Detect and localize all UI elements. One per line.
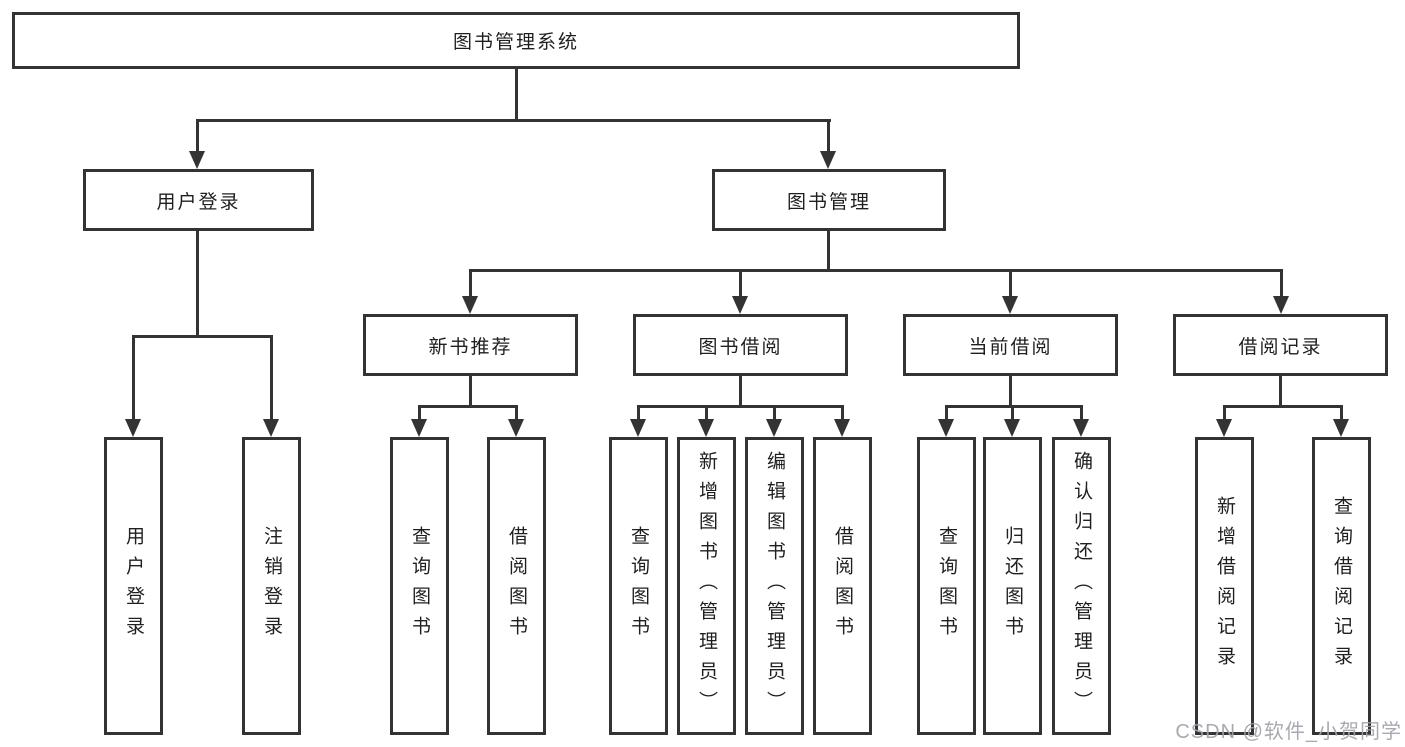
connector-leaf <box>637 405 640 419</box>
arrow-down-icon <box>263 419 279 437</box>
connector-current-borrow-bar <box>945 405 1083 408</box>
arrow-down-icon <box>189 151 205 169</box>
node-label: 图书管理系统 <box>452 32 579 53</box>
leaf-add-borrow-record: 新增借阅记录 <box>1195 437 1254 735</box>
leaf-edit-book-admin: 编辑图书（管理员） <box>745 437 804 735</box>
arrow-down-icon <box>1273 296 1289 314</box>
arrow-down-icon <box>630 419 646 437</box>
connector-borrow-records-stem <box>1279 376 1282 405</box>
connector-leaf <box>1011 405 1014 419</box>
leaf-label: 新增借阅记录 <box>1214 496 1235 676</box>
arrow-down-icon <box>462 296 478 314</box>
connector-to-book-borrow <box>739 269 742 296</box>
arrow-down-icon <box>1004 419 1020 437</box>
connector-new-book-stem <box>469 376 472 405</box>
node-borrow-records: 借阅记录 <box>1173 314 1388 376</box>
connector-new-book-bar <box>418 405 518 408</box>
leaf-label: 查询借阅记录 <box>1331 496 1352 676</box>
leaf-return-book: 归还图书 <box>983 437 1042 735</box>
arrow-down-icon <box>1002 296 1018 314</box>
leaf-user-login: 用户登录 <box>104 437 163 735</box>
node-label: 用户登录 <box>156 191 241 213</box>
leaf-label: 编辑图书（管理员） <box>764 451 785 721</box>
connector-book-management-bar <box>469 269 1283 272</box>
leaf-borrow-book: 借阅图书 <box>813 437 872 735</box>
connector-to-borrow-records <box>1280 269 1283 296</box>
connector-to-current-borrow <box>1009 269 1012 296</box>
leaf-confirm-return-admin: 确认归还（管理员） <box>1052 437 1111 735</box>
arrow-down-icon <box>1216 419 1232 437</box>
connector-leaf <box>515 405 518 419</box>
connector-leaf <box>418 405 421 419</box>
leaf-query-book-recommend: 查询图书 <box>390 437 449 735</box>
arrow-down-icon <box>820 151 836 169</box>
connector-to-new-book <box>469 269 472 296</box>
connector-to-user-login <box>196 119 199 152</box>
node-library-management-system: 图书管理系统 <box>12 12 1020 69</box>
connector-leaf <box>841 405 844 419</box>
arrow-down-icon <box>766 419 782 437</box>
leaf-label: 查询图书 <box>628 526 649 646</box>
arrow-down-icon <box>1333 419 1349 437</box>
connector-user-login-stem <box>196 231 199 335</box>
leaf-label: 查询图书 <box>409 526 430 646</box>
node-label: 图书管理 <box>786 191 871 213</box>
leaf-label: 归还图书 <box>1002 526 1023 646</box>
node-book-borrow: 图书借阅 <box>633 314 848 376</box>
leaf-query-book-current: 查询图书 <box>917 437 976 735</box>
leaf-borrow-book-recommend: 借阅图书 <box>487 437 546 735</box>
node-user-login: 用户登录 <box>83 169 314 231</box>
csdn-watermark: CSDN @软件_小贺同学 <box>1175 721 1402 743</box>
arrow-down-icon <box>411 419 427 437</box>
arrow-down-icon <box>938 419 954 437</box>
connector-root-stem <box>515 69 518 119</box>
leaf-label: 新增图书（管理员） <box>696 451 717 721</box>
arrow-down-icon <box>125 419 141 437</box>
leaf-label: 借阅图书 <box>506 526 527 646</box>
node-label: 新书推荐 <box>428 336 513 358</box>
leaf-logout-login: 注销登录 <box>242 437 301 735</box>
connector-root-bar <box>196 119 831 122</box>
arrow-down-icon <box>1073 419 1089 437</box>
connector-book-borrow-stem <box>739 376 742 405</box>
node-book-management: 图书管理 <box>712 169 946 231</box>
leaf-query-borrow-record: 查询借阅记录 <box>1312 437 1371 735</box>
node-label: 借阅记录 <box>1238 336 1323 358</box>
node-label: 图书借阅 <box>698 336 783 358</box>
connector-to-leaf-logout <box>270 335 273 419</box>
node-current-borrow: 当前借阅 <box>903 314 1118 376</box>
connector-leaf <box>1340 405 1343 419</box>
arrow-down-icon <box>732 296 748 314</box>
leaf-label: 借阅图书 <box>832 526 853 646</box>
arrow-down-icon <box>698 419 714 437</box>
connector-book-borrow-bar <box>637 405 844 408</box>
arrow-down-icon <box>508 419 524 437</box>
node-label: 当前借阅 <box>968 336 1053 358</box>
leaf-label: 注销登录 <box>261 526 282 646</box>
leaf-label: 查询图书 <box>936 526 957 646</box>
connector-leaf <box>773 405 776 419</box>
node-new-book-recommend: 新书推荐 <box>363 314 578 376</box>
connector-leaf <box>1080 405 1083 419</box>
leaf-add-book-admin: 新增图书（管理员） <box>677 437 736 735</box>
leaf-query-book-borrow: 查询图书 <box>609 437 668 735</box>
connector-leaf <box>945 405 948 419</box>
connector-leaf <box>1223 405 1226 419</box>
connector-to-book-management <box>827 119 830 152</box>
connector-to-leaf-user-login <box>132 335 135 419</box>
arrow-down-icon <box>834 419 850 437</box>
connector-user-login-bar <box>132 335 273 338</box>
connector-current-borrow-stem <box>1009 376 1012 405</box>
leaf-label: 用户登录 <box>123 526 144 646</box>
leaf-label: 确认归还（管理员） <box>1071 451 1092 721</box>
connector-book-management-stem <box>827 231 830 269</box>
connector-borrow-records-bar <box>1223 405 1343 408</box>
connector-leaf <box>705 405 708 419</box>
